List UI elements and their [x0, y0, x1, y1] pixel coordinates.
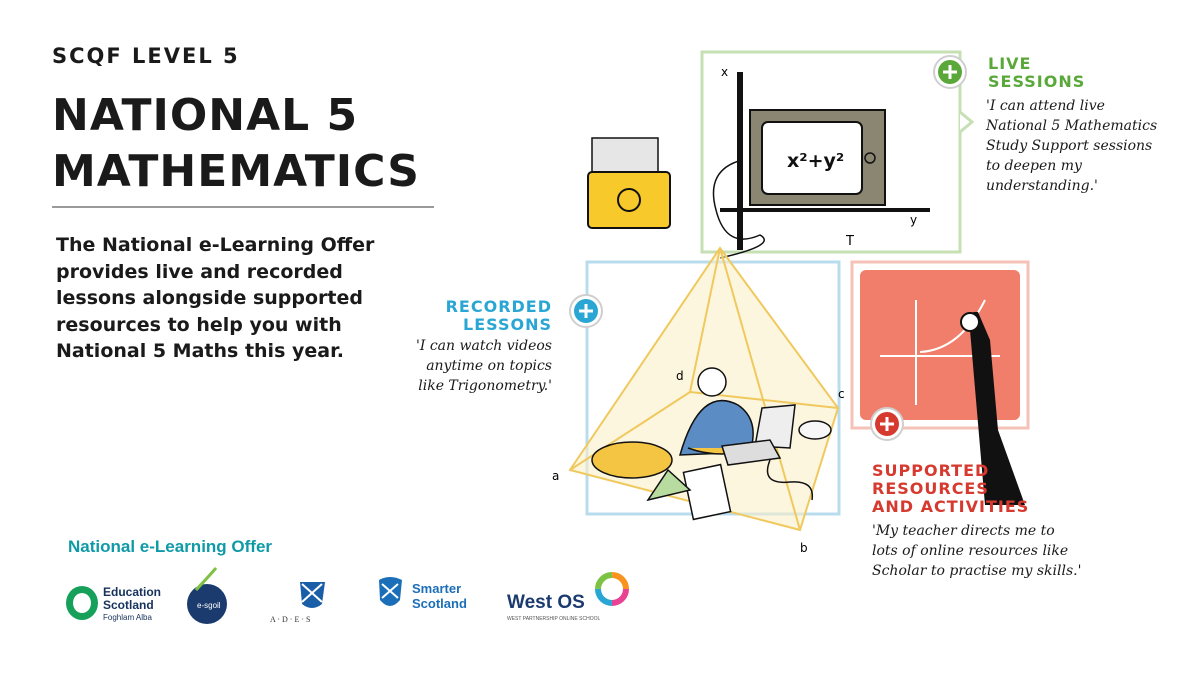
recorded-quote: 'I can watch videos anytime on topics li… — [416, 338, 552, 394]
label-a: a — [552, 469, 559, 483]
cable — [712, 159, 765, 259]
edscot-line2: Scotland — [103, 598, 154, 612]
student-head — [697, 367, 727, 397]
esgoil-logo: e-sgoil — [187, 567, 227, 624]
live-plus-icon[interactable] — [933, 55, 967, 89]
supported-heading-line-1: SUPPORTED — [872, 461, 990, 480]
recorded-heading-line-1: RECORDED — [445, 297, 552, 316]
equation-text: x²+y² — [787, 150, 844, 172]
smarter-line2: Scotland — [412, 596, 467, 611]
recorded-heading: RECORDED LESSONS — [432, 298, 552, 334]
finger — [960, 312, 980, 332]
mouse-cable — [766, 459, 814, 501]
live-frame — [700, 50, 962, 254]
live-frame-pointer — [959, 110, 975, 134]
label-b: b — [800, 541, 808, 555]
label-d: d — [676, 369, 684, 383]
label-y: y — [910, 213, 917, 227]
supported-quote: 'My teacher directs me to lots of online… — [872, 523, 1082, 579]
recorded-heading-line-2: LESSONS — [463, 315, 552, 334]
page-title: NATIONAL 5 MATHEMATICS — [52, 88, 420, 200]
ades-text: A · D · E · S — [270, 615, 310, 624]
offer-label: National e-Learning Offer — [68, 537, 273, 556]
supported-plus-icon[interactable] — [870, 407, 904, 441]
live-heading: LIVE SESSIONS — [988, 55, 1108, 91]
set-square — [646, 468, 692, 502]
edscot-line1: Education — [103, 585, 161, 599]
plate — [798, 420, 832, 440]
live-heading-line-1: LIVE — [988, 54, 1032, 73]
pointing-hand — [968, 311, 1025, 505]
laptop — [754, 404, 796, 449]
cushion — [591, 441, 673, 479]
supported-heading-line-2: RESOURCES — [872, 479, 989, 498]
tablet-button — [864, 152, 876, 164]
graph-curve — [919, 299, 986, 353]
label-T: T — [845, 234, 854, 249]
supported-heading-line-3: AND ACTIVITIES — [872, 497, 1030, 516]
recorded-plus-icon[interactable] — [569, 294, 603, 328]
intro-text: The National e-Learning Offer provides l… — [56, 234, 375, 362]
student-body — [678, 399, 754, 456]
label-x: x — [721, 65, 728, 79]
live-heading-line-2: SESSIONS — [988, 72, 1086, 91]
westos-text: West OS — [507, 592, 585, 613]
west-os-logo: West OS WEST PARTNERSHIP ONLINE SCHOOL — [507, 572, 629, 622]
education-scotland-logo: Education Scotland Foghlam Alba — [66, 585, 161, 622]
supported-frame — [850, 260, 1030, 430]
sync-icon — [617, 188, 641, 212]
westos-sub: WEST PARTNERSHIP ONLINE SCHOOL — [507, 616, 600, 622]
yellow-folder — [587, 171, 671, 229]
label-c: c — [838, 387, 845, 401]
title-line-1: NATIONAL 5 — [52, 90, 359, 141]
notebook — [682, 463, 732, 521]
smarter-line1: Smarter — [412, 581, 461, 596]
keyboard — [721, 439, 782, 466]
ades-logo: A · D · E · S — [270, 582, 325, 624]
graph-card — [860, 270, 1020, 420]
tablet-screen — [761, 121, 863, 195]
supported-heading: SUPPORTED RESOURCES AND ACTIVITIES — [872, 462, 1072, 516]
edscot-line3: Foghlam Alba — [103, 613, 152, 622]
level-label: SCQF LEVEL 5 — [52, 44, 240, 68]
smarter-scotland-logo: Smarter Scotland — [379, 577, 467, 611]
esgoil-text: e-sgoil — [197, 601, 221, 610]
title-divider — [52, 206, 434, 208]
live-quote: 'I can attend live National 5 Mathematic… — [986, 98, 1158, 194]
title-line-2: MATHEMATICS — [52, 146, 420, 197]
